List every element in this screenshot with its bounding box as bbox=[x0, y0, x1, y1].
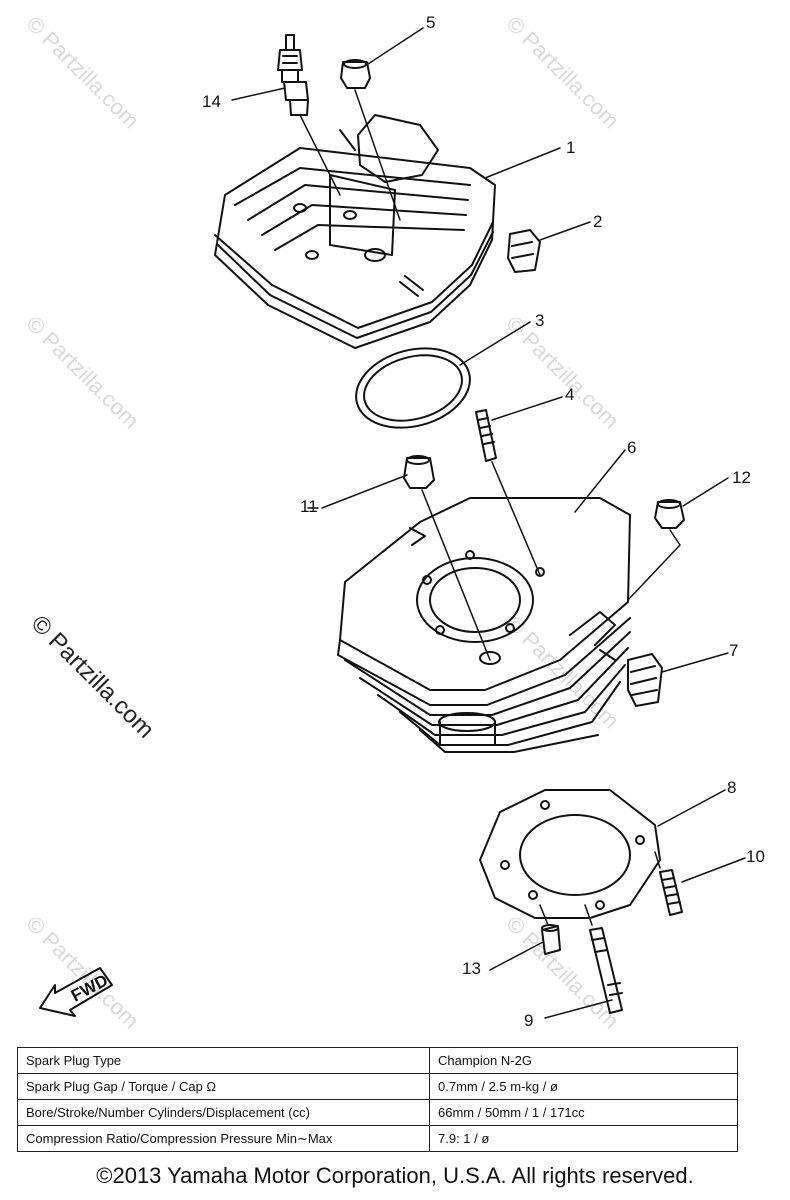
callout-7: 7 bbox=[729, 641, 738, 660]
callout-1: 1 bbox=[566, 138, 575, 157]
watermark-large: © Partzilla.com bbox=[26, 610, 159, 743]
spec-label: Bore/Stroke/Number Cylinders/Displacemen… bbox=[17, 1099, 430, 1126]
table-row: Spark Plug Type Champion N-2G bbox=[17, 1047, 738, 1074]
leader-7 bbox=[661, 652, 729, 673]
spec-label: Spark Plug Gap / Torque / Cap Ω bbox=[17, 1073, 430, 1100]
table-row: Spark Plug Gap / Torque / Cap Ω 0.7mm / … bbox=[17, 1073, 738, 1100]
watermark: © Partzilla.com bbox=[21, 911, 144, 1034]
table-row: Compression Ratio/Compression Pressure M… bbox=[17, 1125, 738, 1152]
callout-11: 11 bbox=[300, 497, 318, 516]
watermarks: © Partzilla.com © Partzilla.com © Partzi… bbox=[21, 11, 624, 1034]
watermark: © Partzilla.com bbox=[501, 11, 624, 134]
stud-upper bbox=[475, 409, 541, 576]
fwd-arrow bbox=[39, 967, 113, 1017]
leader-5 bbox=[364, 27, 424, 67]
spec-value: 0.7mm / 2.5 m-kg / ø bbox=[429, 1073, 738, 1100]
spec-label: Compression Ratio/Compression Pressure M… bbox=[17, 1125, 430, 1152]
leader-11 bbox=[321, 474, 408, 509]
callout-10: 10 bbox=[746, 847, 765, 866]
callout-8: 8 bbox=[727, 778, 736, 797]
callout-12: 12 bbox=[732, 468, 751, 487]
watermark: © Partzilla.com bbox=[501, 311, 624, 434]
leader-2 bbox=[539, 221, 591, 241]
copyright-notice: ©2013 Yamaha Motor Corporation, U.S.A. A… bbox=[96, 1163, 694, 1188]
leader-1 bbox=[484, 147, 561, 179]
long-stud bbox=[584, 904, 623, 1014]
damper-lower bbox=[627, 653, 663, 707]
leader-3 bbox=[459, 321, 531, 366]
callout-13: 13 bbox=[462, 959, 481, 978]
watermark: © Partzilla.com bbox=[21, 11, 144, 134]
callout-9: 9 bbox=[524, 1011, 533, 1030]
callout-5: 5 bbox=[426, 13, 435, 32]
spec-value: 66mm / 50mm / 1 / 171cc bbox=[429, 1099, 738, 1126]
leader-13 bbox=[489, 941, 544, 971]
leader-12 bbox=[682, 477, 729, 507]
dowel-pin bbox=[539, 904, 561, 955]
leader-8 bbox=[657, 789, 726, 827]
callout-4: 4 bbox=[565, 385, 574, 404]
spec-value: Champion N-2G bbox=[429, 1047, 738, 1074]
head-gasket-ring bbox=[355, 347, 471, 429]
leader-9 bbox=[544, 999, 613, 1019]
callout-2: 2 bbox=[593, 212, 602, 231]
callout-3: 3 bbox=[535, 311, 544, 330]
watermark: © Partzilla.com bbox=[501, 911, 624, 1034]
spec-value: 7.9: 1 / ø bbox=[429, 1125, 738, 1152]
watermark: © Partzilla.com bbox=[21, 311, 144, 434]
damper-upper bbox=[507, 229, 541, 273]
parts-diagram: © Partzilla.com © Partzilla.com © Partzi… bbox=[21, 11, 765, 1034]
cylinder-head bbox=[214, 114, 496, 349]
cylinder bbox=[337, 497, 631, 753]
leader-10 bbox=[681, 857, 746, 883]
table-row: Bore/Stroke/Number Cylinders/Displacemen… bbox=[17, 1099, 738, 1126]
leader-4 bbox=[491, 396, 563, 421]
callout-numbers: 1 2 3 4 5 6 7 8 9 10 11 12 13 14 bbox=[202, 13, 765, 1030]
leader-6 bbox=[574, 449, 626, 513]
cylinder-nut-right bbox=[627, 499, 685, 601]
head-nut bbox=[340, 59, 401, 221]
spark-plug bbox=[277, 34, 341, 196]
stud-right bbox=[654, 851, 683, 916]
spec-label: Spark Plug Type bbox=[17, 1047, 430, 1074]
callout-14: 14 bbox=[202, 92, 221, 111]
leader-14 bbox=[231, 87, 286, 101]
spec-table: Spark Plug Type Champion N-2G Spark Plug… bbox=[17, 1047, 738, 1152]
callout-6: 6 bbox=[627, 438, 636, 457]
leader-lines bbox=[231, 27, 746, 1019]
base-gasket bbox=[479, 789, 661, 919]
